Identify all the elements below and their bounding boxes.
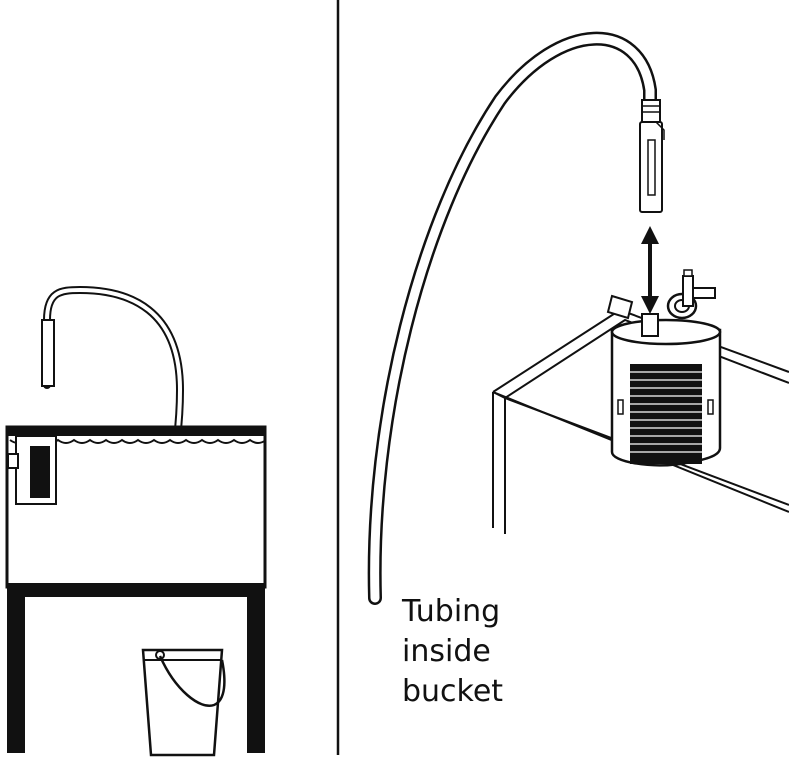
aquarium-tank bbox=[5, 425, 267, 589]
filter-intake-grill bbox=[630, 364, 702, 464]
lift-direction-arrow bbox=[641, 226, 659, 314]
caption-line-3: bucket bbox=[402, 674, 504, 709]
tube-end-left bbox=[41, 319, 55, 387]
right-panel-intake-detail bbox=[367, 31, 789, 605]
left-panel-aquarium-siphon bbox=[5, 285, 267, 757]
flow-valve bbox=[682, 269, 716, 307]
caption-line-1: Tubing bbox=[402, 594, 501, 629]
tube-intake-end bbox=[639, 99, 665, 213]
siphon-tube-detail bbox=[367, 31, 657, 605]
suction-clip bbox=[606, 294, 634, 320]
cabinet-stand bbox=[7, 583, 265, 757]
internal-filter bbox=[606, 269, 722, 467]
filter-outlet-nozzle bbox=[641, 313, 659, 337]
caption-line-2: inside bbox=[402, 634, 491, 669]
bucket bbox=[141, 648, 226, 757]
